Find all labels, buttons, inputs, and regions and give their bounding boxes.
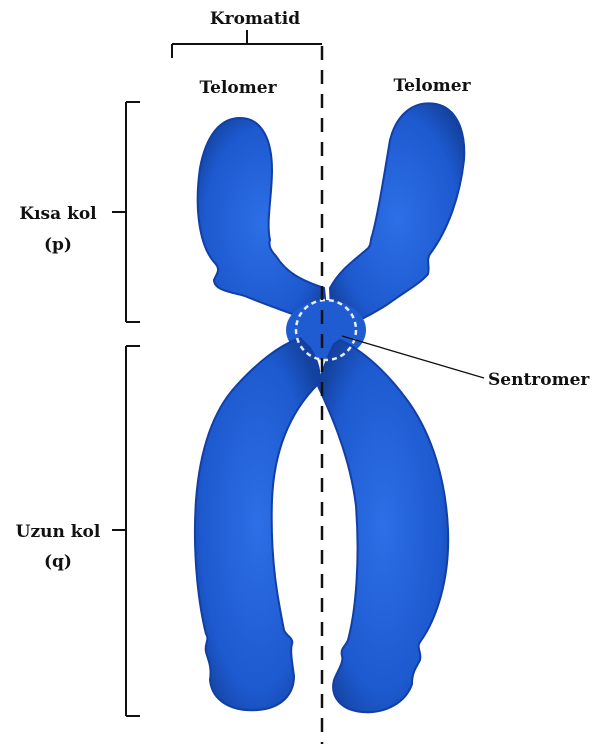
short-arm-bracket bbox=[112, 102, 140, 322]
long-arm-symbol: (q) bbox=[44, 552, 72, 572]
short-arm-label: Kısa kol bbox=[19, 204, 97, 224]
chromosome bbox=[195, 103, 464, 712]
chromatid-label: Kromatid bbox=[210, 9, 300, 29]
chromatid-bracket bbox=[172, 30, 322, 58]
short-arm-symbol: (p) bbox=[44, 235, 72, 255]
long-arm-label: Uzun kol bbox=[16, 522, 101, 542]
long-arm-left bbox=[195, 338, 320, 710]
telomere-right-label: Telomer bbox=[393, 76, 471, 96]
short-arm-left bbox=[198, 118, 328, 328]
long-arm-right bbox=[318, 340, 448, 712]
centromere-label: Sentromer bbox=[488, 370, 590, 390]
long-arm-bracket bbox=[112, 346, 140, 716]
short-arm-right bbox=[330, 103, 464, 332]
telomere-left-label: Telomer bbox=[199, 78, 277, 98]
